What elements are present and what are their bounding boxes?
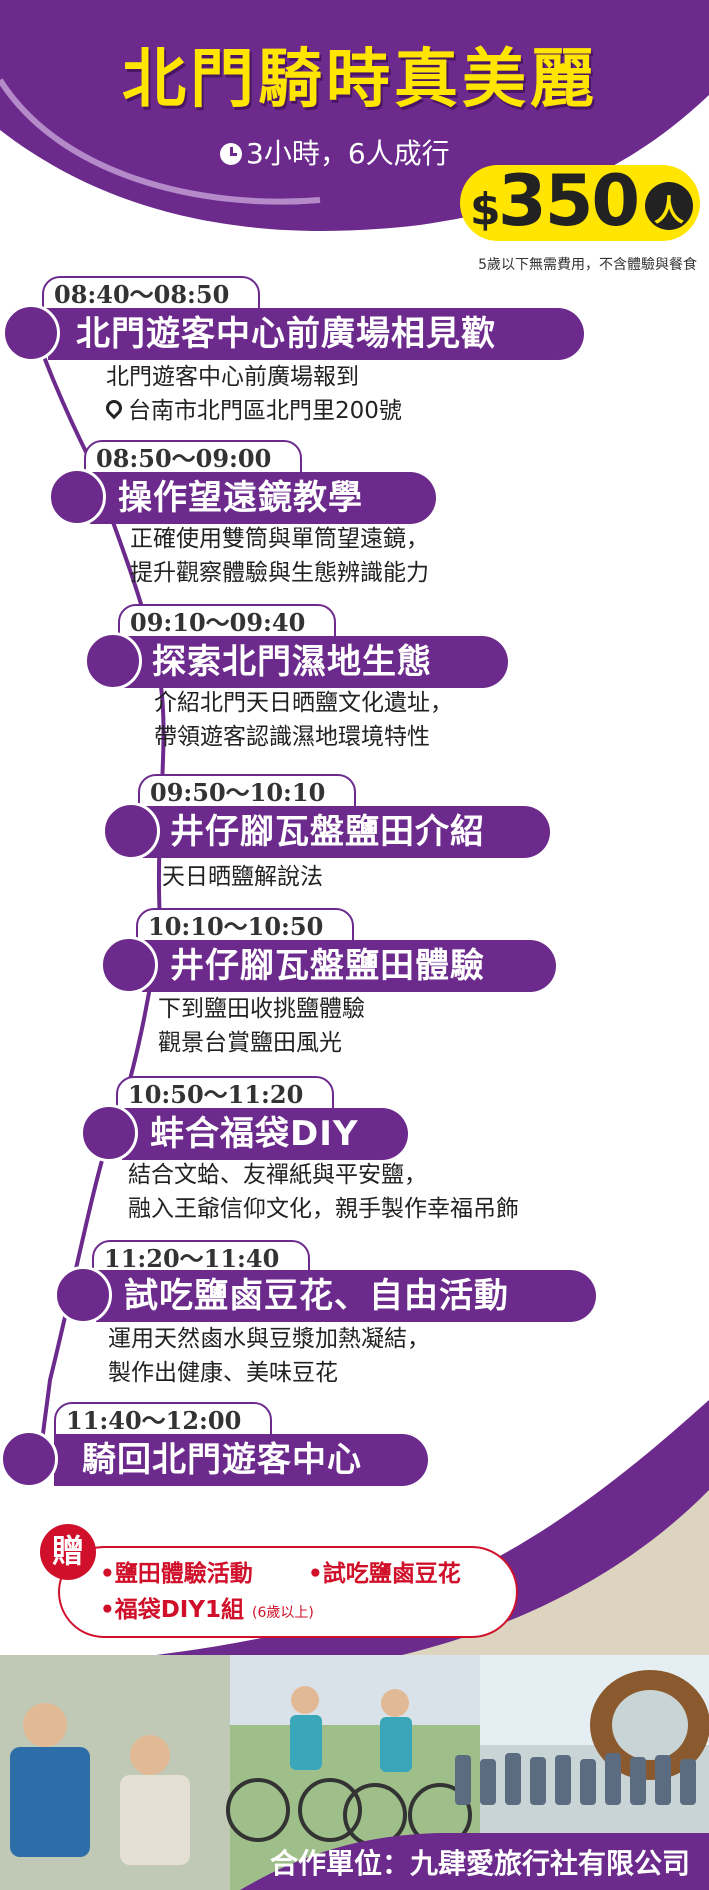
timeline-title: 北門遊客中心前廣場相見歡 [48, 308, 584, 360]
timeline-desc: 正確使用雙筒與單筒望遠鏡， 提升觀察體驗與生態辨識能力 [130, 522, 429, 590]
timeline-desc-line: 北門遊客中心前廣場報到 [106, 364, 359, 390]
duration-label: 3小時，6人成行 [220, 132, 450, 172]
timeline-desc: 介紹北門天日晒鹽文化遺址， 帶領遊客認識濕地環境特性 [154, 686, 453, 754]
timeline-time: 08:40～08:50 [42, 276, 260, 310]
photo-collage [0, 1655, 709, 1890]
timeline-desc-line: 天日晒鹽解說法 [162, 864, 323, 890]
timeline-desc: 運用天然鹵水與豆漿加熱凝結， 製作出健康、美味豆花 [108, 1322, 430, 1390]
timeline-dot [48, 468, 106, 526]
timeline-time: 10:50～11:20 [116, 1076, 334, 1110]
timeline-dot [102, 802, 160, 860]
timeline-title: 井仔腳瓦盤鹽田介紹 [142, 806, 550, 858]
timeline-time: 08:50～09:00 [84, 440, 302, 474]
price-value: 350 [498, 160, 640, 242]
price-note: 5歲以下無需費用，不含體驗與餐食 [478, 257, 697, 273]
timeline-desc: 下到鹽田收挑鹽體驗 觀景台賞鹽田風光 [158, 992, 365, 1060]
timeline-desc-line: 下到鹽田收挑鹽體驗 [158, 996, 365, 1022]
price-unit-badge [645, 182, 693, 230]
timeline-dot [0, 1430, 58, 1488]
timeline-desc-line: 製作出健康、美味豆花 [108, 1360, 338, 1386]
timeline-desc: 北門遊客中心前廣場報到 台南市北門區北門里200號 [102, 360, 402, 428]
gift-item: •試吃鹽鹵豆花 [308, 1561, 461, 1587]
price-currency: $ [470, 184, 501, 235]
price-unit: 人 [654, 194, 684, 229]
timeline-dot [80, 1104, 138, 1162]
timeline-address: 台南市北門區北門里200號 [102, 394, 402, 428]
timeline-time: 10:10～10:50 [136, 908, 354, 942]
address-text: 台南市北門區北門里200號 [128, 398, 402, 424]
timeline-title: 井仔腳瓦盤鹽田體驗 [142, 940, 556, 992]
timeline-desc-line: 運用天然鹵水與豆漿加熱凝結， [108, 1326, 430, 1352]
page-title: 北門騎時真美麗 [122, 43, 598, 117]
duration-text: 3小時，6人成行 [246, 137, 450, 170]
timeline-desc: 結合文蛤、友禪紙與平安鹽， 融入王爺信仰文化，親手製作幸福吊飾 [128, 1158, 519, 1226]
timeline-desc-line: 提升觀察體驗與生態辨識能力 [130, 560, 429, 586]
timeline-desc-line: 結合文蛤、友禪紙與平安鹽， [128, 1162, 427, 1188]
photo-collage-art [0, 1655, 709, 1890]
timeline-time: 09:50～10:10 [138, 774, 356, 808]
gift-box [58, 1546, 518, 1638]
gift-item: •福袋DIY1組 (6歲以上) [100, 1590, 314, 1624]
timeline-dot [2, 304, 60, 362]
gift-item-text: •福袋DIY1組 [100, 1597, 245, 1623]
timeline-dot [84, 632, 142, 690]
timeline-desc-line: 觀景台賞鹽田風光 [158, 1030, 342, 1056]
location-pin-icon [102, 396, 126, 420]
timeline-desc-line: 融入王爺信仰文化，親手製作幸福吊飾 [128, 1196, 519, 1222]
clock-icon [220, 143, 242, 165]
timeline-time: 11:20～11:40 [92, 1240, 310, 1274]
timeline-title: 探索北門濕地生態 [124, 636, 508, 688]
gift-item-note: (6歲以上) [252, 1605, 314, 1621]
timeline-title: 試吃鹽鹵豆花、自由活動 [96, 1270, 596, 1322]
timeline-title: 操作望遠鏡教學 [90, 472, 436, 524]
partner-footer: 合作單位：九肆愛旅行社有限公司 [270, 1847, 691, 1880]
timeline-time: 11:40～12:00 [54, 1402, 272, 1436]
timeline-desc: 天日晒鹽解說法 [162, 860, 323, 894]
timeline-time: 09:10～09:40 [118, 604, 336, 638]
timeline-desc-line: 帶領遊客認識濕地環境特性 [154, 724, 430, 750]
timeline-dot [54, 1266, 112, 1324]
timeline-dot [100, 936, 158, 994]
gift-badge: 贈 [40, 1524, 96, 1580]
timeline-desc-line: 介紹北門天日晒鹽文化遺址， [154, 690, 453, 716]
timeline-desc-line: 正確使用雙筒與單筒望遠鏡， [130, 526, 429, 552]
gift-item: •鹽田體驗活動 [100, 1561, 253, 1587]
timeline-title: 蚌合福袋DIY [122, 1108, 408, 1160]
timeline-title: 騎回北門遊客中心 [54, 1434, 428, 1486]
